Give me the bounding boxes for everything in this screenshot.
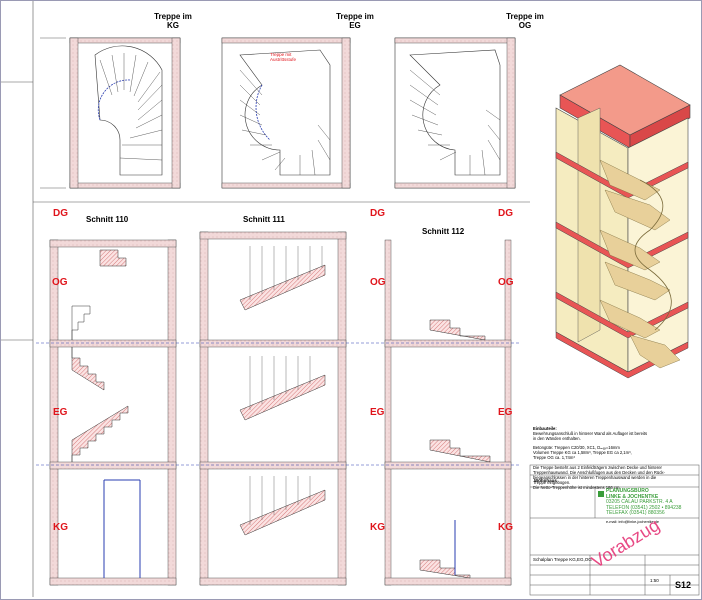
level-label-eg-1: EG	[53, 407, 68, 418]
level-label-og-2: OG	[370, 277, 386, 288]
level-label-dg-1: DG	[53, 208, 68, 219]
section-111	[199, 231, 347, 586]
level-label-og-1: OG	[52, 277, 68, 288]
notes-line: Bewehrungsanschluß in hinterer Wand als …	[533, 431, 648, 437]
notes-line: in den Wänden enthalten.	[533, 436, 581, 442]
plan-kg	[40, 37, 181, 189]
project-label: Wohnhaus	[534, 478, 557, 483]
notes-line: biegeanschlüssen in der hinteren Treppen…	[533, 474, 657, 480]
section-112	[384, 239, 512, 586]
drawing-scale: 1:50	[650, 578, 659, 583]
title-block-frame	[529, 464, 700, 596]
level-label-dg-2: DG	[370, 208, 385, 219]
plan-og	[394, 37, 516, 189]
company-info: PLANUNGSBÜRO LINKE & JOCHENTKE 03205 CAL…	[606, 488, 682, 517]
section-title-110: Schnitt 110	[86, 215, 129, 224]
notes-heading: Einbauteile:	[533, 426, 557, 431]
level-label-og-3: OG	[498, 277, 514, 288]
notes-line: Treppe eingebogen.	[533, 479, 571, 485]
level-label-eg-2: EG	[370, 407, 385, 418]
notes-line: Treppe OG ca. 1,74m³	[533, 455, 575, 461]
level-label-eg-3: EG	[498, 407, 513, 418]
section-title-111: Schnitt 111	[243, 215, 285, 224]
plan-eg	[221, 37, 351, 189]
notes-line: Die Treppe besteht aus 2 Einfeldträgern …	[533, 464, 662, 470]
notes-line: Volumen Treppe KG ca 1,58m³, Treppe EG c…	[533, 450, 632, 456]
level-label-kg-1: KG	[53, 522, 68, 533]
plan-annotation: Treppe mit Austrittsstufe	[270, 52, 297, 62]
company-logo	[598, 491, 604, 497]
notes-line: Betongüte: Treppen C20/30, XC1, Dₘₐₓ=16m…	[533, 445, 620, 451]
section-title-112: Schnitt 112	[422, 227, 465, 236]
level-label-kg-2: KG	[370, 522, 385, 533]
notes-line: Die Netto-Treppenhöhe ist mindestens 166…	[533, 484, 621, 490]
construction-notes: Einbauteile: Bewehrungsanschluß in hinte…	[533, 426, 697, 490]
drawing-title: Schalplan Treppe KG,EG,OG	[533, 557, 592, 562]
sheet-number: S12	[675, 580, 692, 590]
level-label-dg-3: DG	[498, 208, 513, 219]
stairwell-3d-model	[555, 64, 691, 379]
company-email: e-mail: info@linke-jochentke.de	[606, 520, 660, 524]
section-110	[49, 239, 177, 586]
level-label-kg-3: KG	[498, 522, 513, 533]
notes-line: Treppenhauswand. Die Anschlußfugen aus d…	[533, 469, 665, 475]
